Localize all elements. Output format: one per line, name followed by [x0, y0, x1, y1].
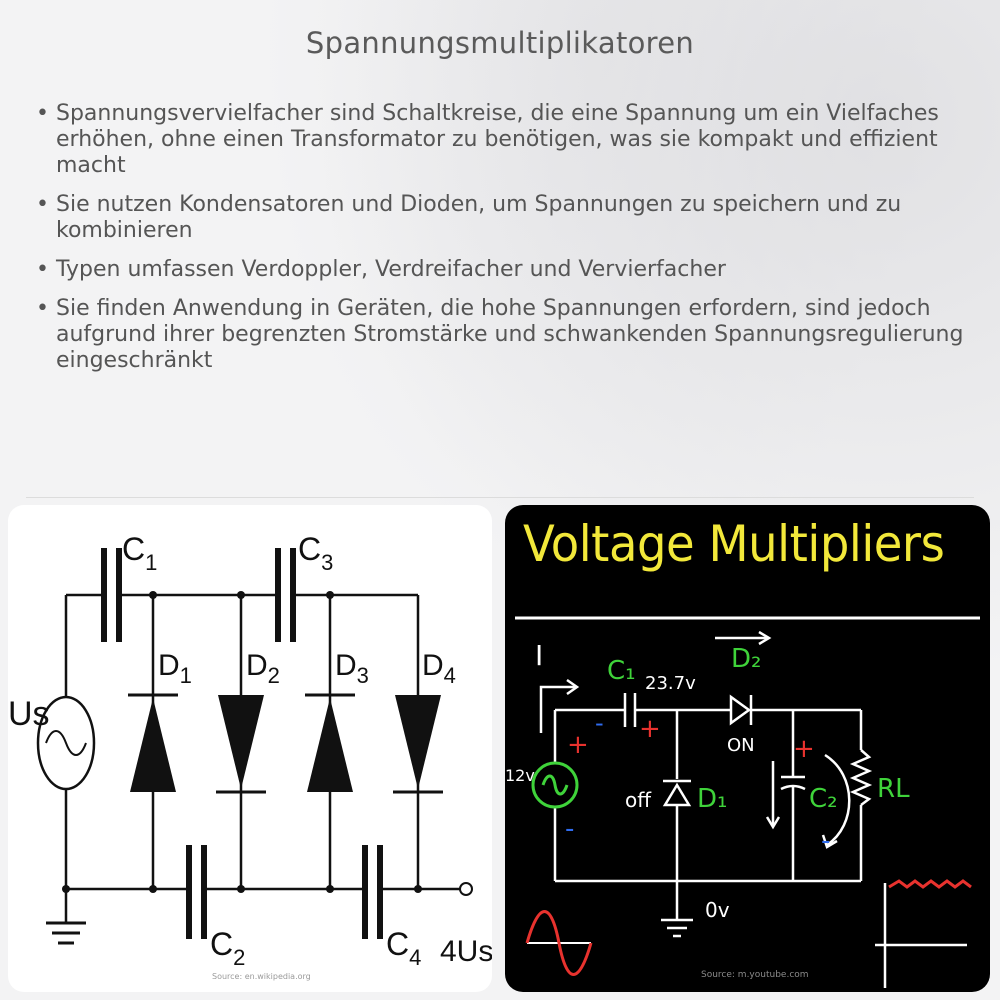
c2-letter: C [210, 926, 233, 962]
source-voltage-label: 12v [505, 766, 535, 785]
bullet-text: Sie nutzen Kondensatoren und Dioden, um … [56, 192, 902, 243]
c1-letter: C [122, 531, 145, 567]
bullet-item: • Sie nutzen Kondensatoren und Dioden, u… [36, 192, 971, 244]
on-label: ON [727, 735, 755, 756]
voltage-quadrupler-schematic: Us 4Us C1 C3 C2 C4 D1 D2 D3 D4 Source: e… [8, 505, 492, 992]
d4-letter: D [422, 649, 444, 682]
d3-letter: D [335, 649, 357, 682]
c1-label: C₁ [607, 656, 636, 686]
source-plus-sign: + [567, 730, 589, 760]
circuit-drawing: I C₁ 23.7v D₂ ON off D₁ 12v C₂ RL 0v + -… [505, 616, 980, 988]
d1-letter: D [158, 649, 180, 682]
source-label: Us [8, 695, 50, 733]
bullet-marker: • [36, 257, 49, 282]
bullet-item: • Spannungsvervielfacher sind Schaltkrei… [36, 101, 971, 179]
c4-letter: C [386, 926, 409, 962]
diode-label-d4: D4 [422, 649, 456, 688]
d2-sub: 2 [268, 663, 280, 688]
c2-sub: 2 [233, 945, 245, 970]
load-resistor-label: RL [877, 774, 910, 804]
c3-letter: C [298, 531, 321, 567]
bullet-marker: • [36, 296, 49, 321]
source-minus-sign: - [565, 814, 574, 844]
c2-minus-sign: - [821, 826, 830, 856]
bullet-text: Sie finden Anwendung in Geräten, die hoh… [56, 296, 964, 373]
d2-label: D₂ [731, 644, 761, 674]
capacitor-label-c3: C3 [298, 531, 333, 575]
diode-label-d2: D2 [246, 649, 280, 688]
bullet-item: • Typen umfassen Verdoppler, Verdreifach… [36, 257, 971, 283]
bullet-text: Spannungsvervielfacher sind Schaltkreise… [56, 101, 939, 178]
c2-plus-sign: + [793, 734, 815, 764]
image-source-credit: Source: en.wikipedia.org [212, 972, 311, 981]
diode-label-d3: D3 [335, 649, 369, 688]
c3-sub: 3 [321, 550, 333, 575]
voltage-multipliers-image: Voltage Multipliers [505, 505, 990, 992]
c1-sub: 1 [145, 550, 157, 575]
d1-sub: 1 [180, 663, 192, 688]
capacitor-label-c1: C1 [122, 531, 157, 575]
circuit-wires [539, 630, 967, 988]
output-ripple [888, 879, 972, 889]
page-title: Spannungsmultiplikatoren [305, 26, 695, 60]
current-label: I [535, 639, 543, 672]
d1-label: D₁ [697, 784, 727, 814]
ac-source [531, 761, 579, 809]
video-title: Voltage Multipliers [523, 515, 945, 573]
d4-sub: 4 [444, 663, 456, 688]
bullet-list: • Spannungsvervielfacher sind Schaltkrei… [36, 101, 971, 387]
section-divider [26, 497, 974, 498]
d2-letter: D [246, 649, 268, 682]
c4-sub: 4 [409, 945, 421, 970]
bullet-item: • Sie finden Anwendung in Geräten, die h… [36, 296, 971, 374]
c1-minus-sign: - [595, 709, 604, 737]
diode-label-d1: D1 [158, 649, 192, 688]
capacitor-label-c4: C4 [386, 926, 421, 970]
schematic-drawing: Us 4Us C1 C3 C2 C4 D1 D2 D3 D4 [8, 531, 492, 970]
bullet-marker: • [36, 101, 49, 126]
c1-plus-sign: + [639, 714, 661, 744]
image-source-credit: Source: m.youtube.com [701, 970, 809, 980]
bullet-text: Typen umfassen Verdoppler, Verdreifacher… [56, 257, 726, 282]
capacitor-label-c2: C2 [210, 926, 245, 970]
output-label: 4Us [440, 935, 492, 968]
c2-label: C₂ [809, 784, 838, 814]
ground-voltage-label: 0v [705, 898, 730, 922]
input-waveform [525, 910, 593, 976]
voltage-reading: 23.7v [645, 673, 696, 694]
off-label: off [625, 788, 652, 812]
d3-sub: 3 [357, 663, 369, 688]
bullet-marker: • [36, 192, 49, 217]
